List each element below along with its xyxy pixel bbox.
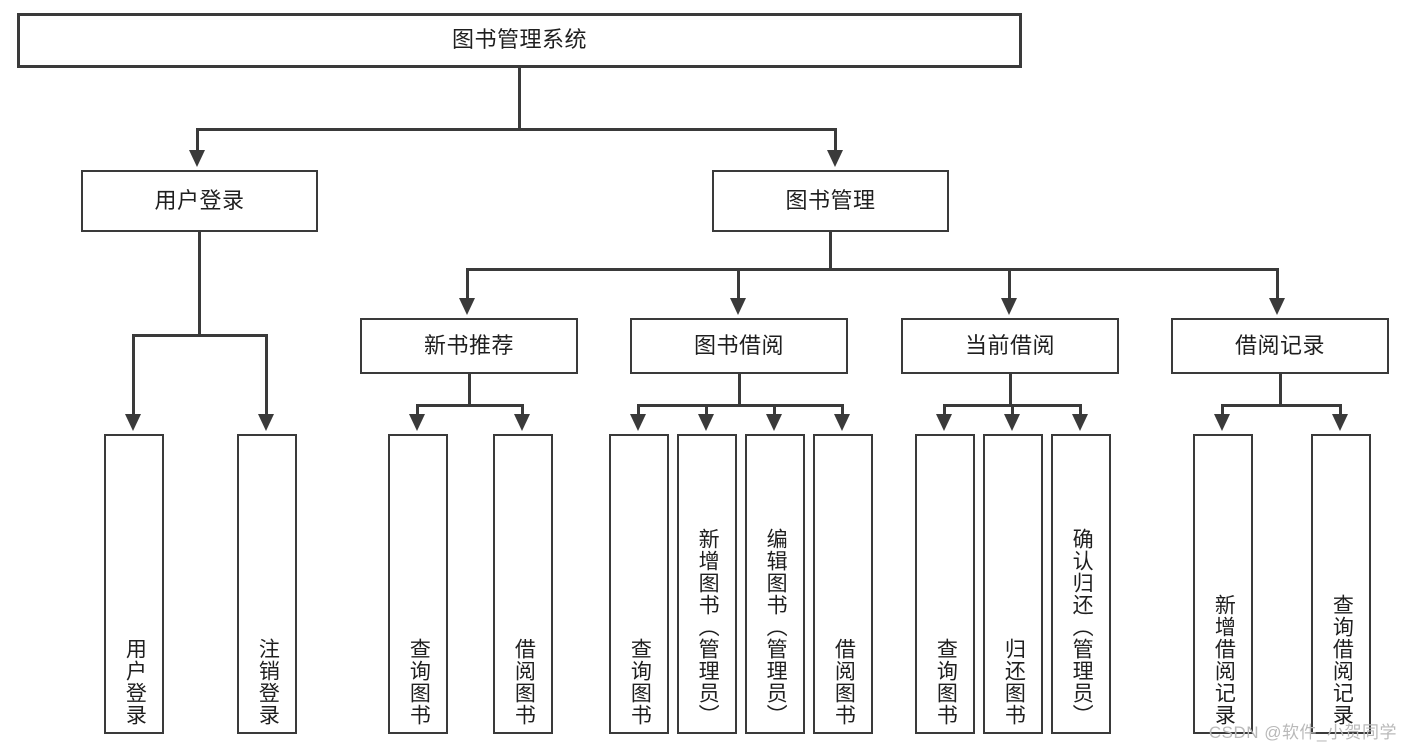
watermark-text: CSDN @软件_小贺同学: [1208, 723, 1397, 742]
connector-bookmgmt-to-child-1: [466, 268, 469, 300]
node-borrow-record[interactable]: 借阅记录: [1171, 318, 1389, 374]
node-current-borrow[interactable]: 当前借阅: [901, 318, 1119, 374]
node-book-management[interactable]: 图书管理: [712, 170, 949, 232]
connector-root-to-bookmgmt: [834, 128, 837, 152]
arrow-login-to-child-1: [125, 414, 141, 431]
connector-newbook-bus: [416, 404, 523, 407]
connector-newbook-to-child-1: [416, 404, 419, 416]
node-leaf-borrow-book-recommend[interactable]: 借阅图书: [493, 434, 553, 734]
arrow-bookborrow-to-child-3: [766, 414, 782, 431]
node-leaf-query-book-current[interactable]: 查询图书: [915, 434, 975, 734]
connector-bookborrow-stem: [738, 374, 741, 406]
node-leaf-query-book-borrow[interactable]: 查询图书: [609, 434, 669, 734]
arrow-borrowrecord-to-child-1: [1214, 414, 1230, 431]
arrow-bookmgmt-to-child-2: [730, 298, 746, 315]
node-label: 查询借阅记录: [1330, 594, 1354, 726]
connector-login-stem: [198, 232, 201, 336]
node-leaf-query-borrow-record[interactable]: 查询借阅记录: [1311, 434, 1371, 734]
node-label: 查询图书: [407, 638, 431, 726]
arrow-currentborrow-to-child-1: [936, 414, 952, 431]
arrow-newbook-to-child-2: [514, 414, 530, 431]
node-leaf-logout[interactable]: 注销登录: [237, 434, 297, 734]
connector-bookborrow-to-child-2: [705, 404, 708, 416]
node-label: 借阅图书: [832, 638, 856, 726]
node-user-login[interactable]: 用户登录: [81, 170, 318, 232]
arrow-root-to-bookmgmt: [827, 150, 843, 167]
connector-borrowrecord-to-child-2: [1339, 404, 1342, 416]
node-label: 借阅图书: [512, 638, 536, 726]
node-label: 图书管理系统: [451, 27, 587, 53]
node-label: 新增图书（管理员）: [696, 528, 720, 726]
arrow-bookmgmt-to-child-1: [459, 298, 475, 315]
node-label: 用户登录: [123, 638, 147, 726]
arrow-login-to-child-2: [258, 414, 274, 431]
node-leaf-add-borrow-record[interactable]: 新增借阅记录: [1193, 434, 1253, 734]
node-label: 注销登录: [256, 638, 280, 726]
arrow-bookborrow-to-child-1: [630, 414, 646, 431]
connector-bookborrow-to-child-1: [637, 404, 640, 416]
connector-bookborrow-to-child-3: [773, 404, 776, 416]
node-label: 图书借阅: [693, 332, 784, 358]
connector-root-bus: [196, 128, 837, 131]
node-label: 新增借阅记录: [1212, 594, 1236, 726]
connector-borrowrecord-stem: [1279, 374, 1282, 406]
connector-bookmgmt-stem: [829, 232, 832, 270]
connector-borrowrecord-to-child-1: [1221, 404, 1224, 416]
node-leaf-return-book[interactable]: 归还图书: [983, 434, 1043, 734]
connector-currentborrow-stem: [1009, 374, 1012, 406]
arrow-bookborrow-to-child-4: [834, 414, 850, 431]
arrow-borrowrecord-to-child-2: [1332, 414, 1348, 431]
node-leaf-add-book-admin[interactable]: 新增图书（管理员）: [677, 434, 737, 734]
arrow-bookmgmt-to-child-3: [1001, 298, 1017, 315]
connector-borrowrecord-bus: [1221, 404, 1341, 407]
connector-login-to-child-2: [265, 334, 268, 416]
connector-bookmgmt-to-child-3: [1008, 268, 1011, 300]
arrow-bookmgmt-to-child-4: [1269, 298, 1285, 315]
node-leaf-confirm-return-admin[interactable]: 确认归还（管理员）: [1051, 434, 1111, 734]
node-label: 图书管理: [785, 187, 876, 213]
arrow-currentborrow-to-child-3: [1072, 414, 1088, 431]
node-leaf-query-book-recommend[interactable]: 查询图书: [388, 434, 448, 734]
node-label: 借阅记录: [1234, 332, 1325, 358]
connector-login-bus: [132, 334, 267, 337]
connector-bookmgmt-bus: [466, 268, 1278, 271]
node-label: 编辑图书（管理员）: [764, 528, 788, 726]
connector-currentborrow-to-child-1: [943, 404, 946, 416]
node-label: 用户登录: [154, 187, 245, 213]
node-book-borrow[interactable]: 图书借阅: [630, 318, 848, 374]
connector-root-stem: [518, 68, 521, 130]
arrow-currentborrow-to-child-2: [1004, 414, 1020, 431]
connector-bookmgmt-to-child-4: [1276, 268, 1279, 300]
node-label: 归还图书: [1002, 638, 1026, 726]
connector-root-to-login: [196, 128, 199, 152]
node-label: 当前借阅: [964, 332, 1055, 358]
node-label: 查询图书: [628, 638, 652, 726]
connector-bookborrow-to-child-4: [841, 404, 844, 416]
connector-currentborrow-to-child-2: [1011, 404, 1014, 416]
node-new-book-recommend[interactable]: 新书推荐: [360, 318, 578, 374]
node-root-system[interactable]: 图书管理系统: [17, 13, 1022, 68]
node-label: 查询图书: [934, 638, 958, 726]
connector-newbook-stem: [468, 374, 471, 406]
arrow-root-to-login: [189, 150, 205, 167]
node-label: 确认归还（管理员）: [1070, 528, 1094, 726]
node-leaf-user-login[interactable]: 用户登录: [104, 434, 164, 734]
arrow-newbook-to-child-1: [409, 414, 425, 431]
connector-newbook-to-child-2: [521, 404, 524, 416]
connector-login-to-child-1: [132, 334, 135, 416]
node-leaf-borrow-book[interactable]: 借阅图书: [813, 434, 873, 734]
connector-currentborrow-to-child-3: [1079, 404, 1082, 416]
connector-bookborrow-bus: [637, 404, 843, 407]
arrow-bookborrow-to-child-2: [698, 414, 714, 431]
node-leaf-edit-book-admin[interactable]: 编辑图书（管理员）: [745, 434, 805, 734]
node-label: 新书推荐: [423, 332, 514, 358]
connector-bookmgmt-to-child-2: [737, 268, 740, 300]
